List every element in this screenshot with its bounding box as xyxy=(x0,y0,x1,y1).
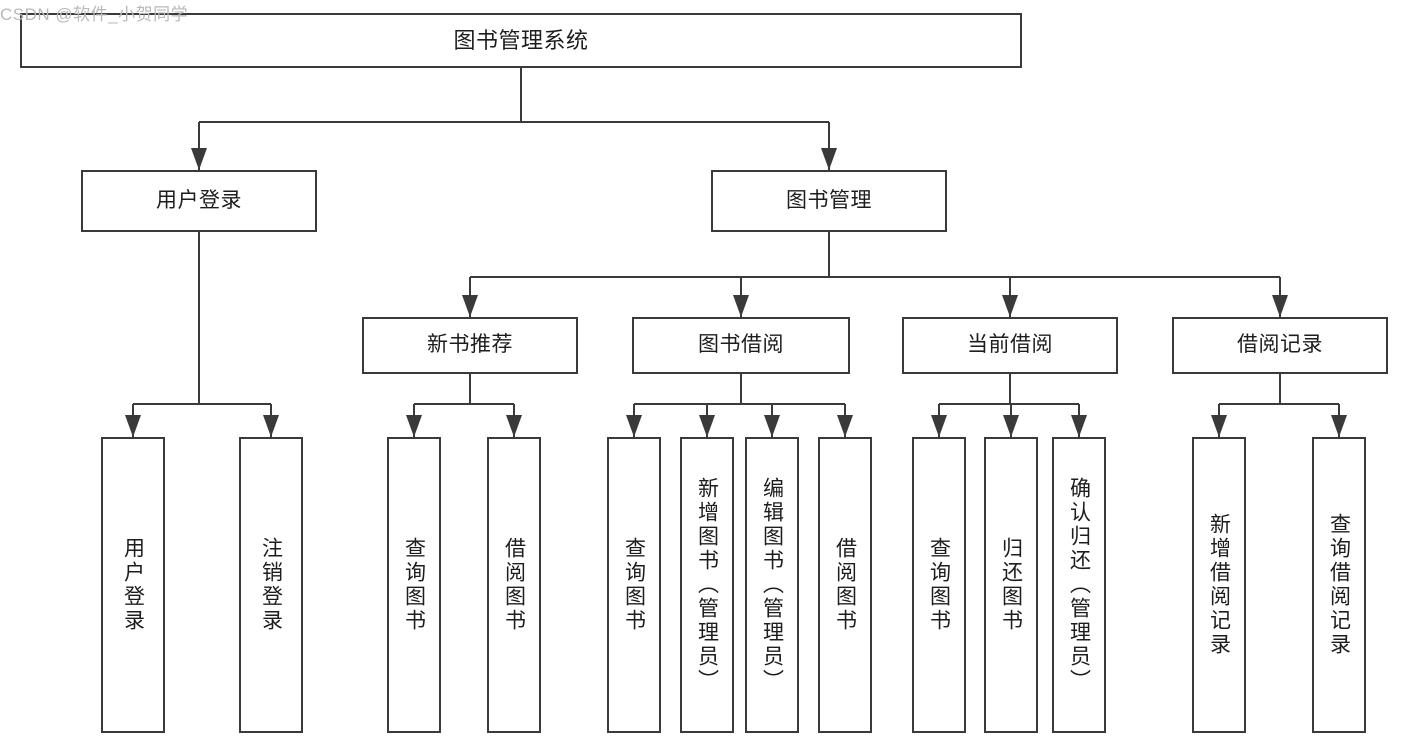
node-leaf-user-login[interactable]: 用户登录 xyxy=(101,437,165,733)
edge-arrowhead xyxy=(1331,415,1347,437)
node-label: 新书推荐 xyxy=(427,333,513,357)
node-label: 编辑图书（管理员） xyxy=(760,477,784,693)
node-leaf-query-book-current[interactable]: 查询图书 xyxy=(912,437,966,733)
edge-arrowhead xyxy=(125,415,141,437)
node-leaf-query-book-borrow[interactable]: 查询图书 xyxy=(607,437,661,733)
node-label: 确认归还（管理员） xyxy=(1067,477,1091,693)
node-label: 借阅记录 xyxy=(1237,333,1323,357)
edge-arrowhead xyxy=(1002,295,1018,317)
node-leaf-edit-book-admin[interactable]: 编辑图书（管理员） xyxy=(745,437,799,733)
node-label: 用户登录 xyxy=(121,537,145,633)
edge-arrowhead xyxy=(626,415,642,437)
node-label: 新增图书（管理员） xyxy=(695,477,719,693)
node-label: 归还图书 xyxy=(999,537,1023,633)
node-book-management[interactable]: 图书管理 xyxy=(711,170,947,232)
node-label: 图书管理 xyxy=(786,188,872,212)
node-label: 注销登录 xyxy=(259,537,283,633)
edge-arrowhead xyxy=(506,415,522,437)
node-borrow-record[interactable]: 借阅记录 xyxy=(1172,317,1388,374)
node-label: 查询图书 xyxy=(402,537,426,633)
edge-arrowhead xyxy=(1272,295,1288,317)
node-leaf-borrow-book-new[interactable]: 借阅图书 xyxy=(487,437,541,733)
node-new-book-recommend[interactable]: 新书推荐 xyxy=(362,317,578,374)
edge-arrowhead xyxy=(1003,415,1019,437)
node-label: 查询图书 xyxy=(927,537,951,633)
edge-arrowhead xyxy=(764,415,780,437)
node-label: 查询借阅记录 xyxy=(1327,513,1351,657)
node-leaf-confirm-return-admin[interactable]: 确认归还（管理员） xyxy=(1052,437,1106,733)
edge-arrowhead xyxy=(1071,415,1087,437)
edge-arrowhead xyxy=(733,295,749,317)
node-leaf-query-book-new[interactable]: 查询图书 xyxy=(387,437,441,733)
node-leaf-query-borrow-record[interactable]: 查询借阅记录 xyxy=(1312,437,1366,733)
node-leaf-borrow-book-borrow[interactable]: 借阅图书 xyxy=(818,437,872,733)
edge-arrowhead xyxy=(406,415,422,437)
node-label: 当前借阅 xyxy=(967,333,1053,357)
node-user-login[interactable]: 用户登录 xyxy=(81,170,317,232)
node-leaf-add-book-admin[interactable]: 新增图书（管理员） xyxy=(680,437,734,733)
node-root[interactable]: 图书管理系统 xyxy=(20,13,1022,68)
node-book-borrow[interactable]: 图书借阅 xyxy=(632,317,850,374)
node-label: 用户登录 xyxy=(156,188,242,212)
edge-arrowhead xyxy=(931,415,947,437)
node-current-borrow[interactable]: 当前借阅 xyxy=(902,317,1118,374)
edge-arrowhead xyxy=(837,415,853,437)
edge-arrowhead xyxy=(699,415,715,437)
node-label: 借阅图书 xyxy=(502,537,526,633)
node-label: 图书管理系统 xyxy=(453,27,589,53)
csdn-watermark: CSDN @软件_小贺同学 xyxy=(0,5,189,24)
edge-arrowhead xyxy=(1211,415,1227,437)
node-label: 查询图书 xyxy=(622,537,646,633)
edge-arrowhead xyxy=(191,148,207,170)
node-label: 图书借阅 xyxy=(698,333,784,357)
edge-arrowhead xyxy=(821,148,837,170)
node-label: 新增借阅记录 xyxy=(1207,513,1231,657)
node-leaf-return-book[interactable]: 归还图书 xyxy=(984,437,1038,733)
node-label: 借阅图书 xyxy=(833,537,857,633)
node-leaf-add-borrow-record[interactable]: 新增借阅记录 xyxy=(1192,437,1246,733)
edge-arrowhead xyxy=(263,415,279,437)
node-leaf-logout-login[interactable]: 注销登录 xyxy=(239,437,303,733)
edge-arrowhead xyxy=(462,295,478,317)
